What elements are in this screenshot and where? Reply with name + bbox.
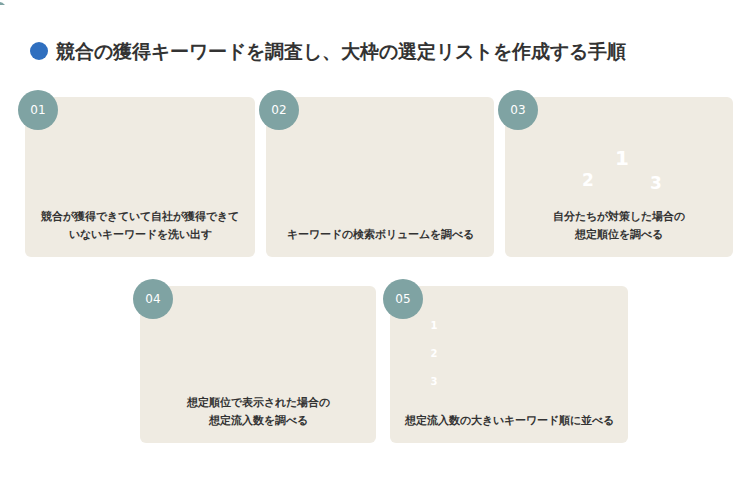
step-caption: 想定順位で表示された場合の想定流入数を調べる — [183, 394, 333, 430]
step-card: 競合が獲得できていて自社が獲得できていないキーワードを洗い出す 01 — [25, 97, 255, 257]
step-number-badge: 05 — [383, 279, 423, 319]
step-number-badge: 03 — [498, 90, 538, 130]
step-number: 03 — [510, 103, 525, 117]
list-rank: 3 — [431, 377, 438, 387]
step-caption: キーワードの検索ボリュームを調べる — [275, 226, 485, 244]
list-rank: 1 — [431, 321, 438, 331]
step-card: 自分たちが対策した場合の想定順位を調べる 03 — [505, 97, 733, 257]
step-caption: 競合が獲得できていて自社が獲得できていないキーワードを洗い出す — [38, 208, 243, 244]
step-card: 想定流入数の大きいキーワード順に並べる 05 — [390, 286, 628, 443]
step-number: 01 — [30, 103, 45, 117]
step-number-badge: 02 — [259, 90, 299, 130]
step-caption: 想定流入数の大きいキーワード順に並べる — [399, 412, 619, 430]
diagram-title: 競合の獲得キーワードを調査し、大枠の選定リストを作成する手順 — [56, 39, 626, 65]
step-number: 04 — [145, 292, 160, 306]
step-number-badge: 04 — [133, 279, 173, 319]
title-dot — [30, 42, 48, 60]
list-rank: 2 — [431, 349, 438, 359]
podium-rank: 3 — [650, 175, 662, 192]
podium-rank: 1 — [615, 148, 629, 168]
step-number: 05 — [395, 292, 410, 306]
podium-rank: 2 — [582, 172, 594, 189]
step-caption: 自分たちが対策した場合の想定順位を調べる — [549, 208, 689, 244]
step-number-badge: 01 — [18, 90, 58, 130]
step-card: 想定順位で表示された場合の想定流入数を調べる 04 — [140, 286, 376, 443]
step-number: 02 — [271, 103, 286, 117]
step-card: キーワードの検索ボリュームを調べる 02 — [266, 97, 494, 257]
